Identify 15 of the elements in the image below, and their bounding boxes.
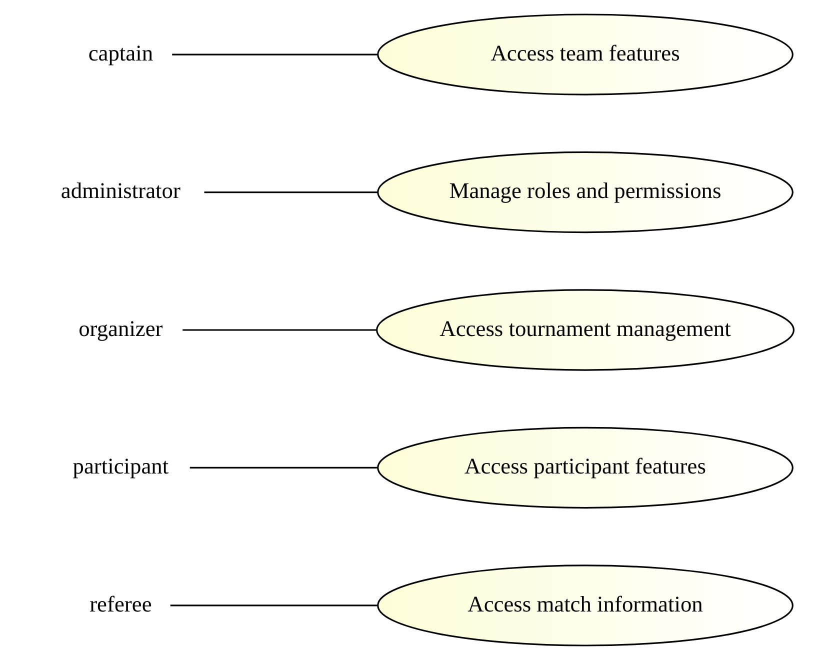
node-text: organizer	[78, 316, 163, 341]
node-ellipse: Access tournament management	[376, 289, 795, 371]
connector	[204, 191, 378, 194]
node-text: participant	[72, 454, 169, 479]
node-text: captain	[88, 40, 154, 66]
node-ellipse: Access match information	[377, 564, 794, 646]
node-text: referee	[90, 591, 152, 616]
connector	[190, 466, 378, 469]
connector	[170, 604, 378, 606]
node-text: administrator	[60, 178, 180, 204]
node-ellipse: Access team features	[377, 14, 794, 96]
connector	[182, 329, 376, 331]
node-ellipse: Access participant features	[377, 426, 794, 509]
node-ellipse: Manage roles and permissions	[377, 151, 794, 234]
connector	[172, 54, 378, 56]
